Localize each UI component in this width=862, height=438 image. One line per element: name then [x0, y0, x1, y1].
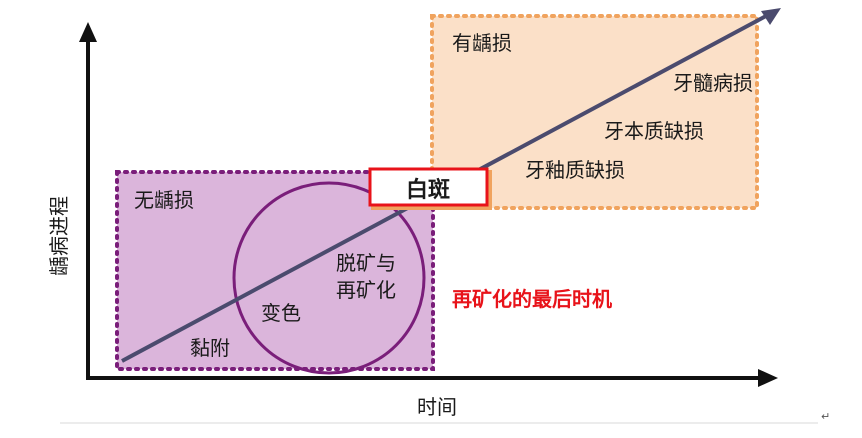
x-axis-arrowhead	[758, 369, 778, 387]
y-axis-arrowhead	[79, 22, 97, 42]
demineralization-circle	[232, 181, 426, 375]
discoloration-label: 变色	[261, 301, 301, 325]
caries-label: 有龋损	[452, 31, 512, 55]
demin-remin-label-1: 脱矿与	[336, 251, 396, 275]
no-caries-label: 无龋损	[134, 188, 194, 212]
pulp-lesion-label: 牙髓病损	[673, 71, 753, 95]
dentin-defect-label: 牙本质缺损	[604, 119, 704, 143]
white-spot-label: 白斑	[406, 177, 450, 203]
enamel-defect-label: 牙釉质缺损	[525, 158, 625, 182]
white-spot-box	[368, 167, 489, 207]
adhesion-label: 黏附	[190, 336, 230, 360]
progression-arrowhead	[761, 8, 781, 25]
demin-remin-label-2: 再矿化	[336, 278, 396, 302]
x-axis-label: 时间	[417, 395, 457, 419]
last-chance-annotation: 再矿化的最后时机	[452, 287, 612, 311]
y-axis-label: 龋病进程	[47, 196, 71, 276]
return-mark: ↵	[821, 410, 831, 423]
